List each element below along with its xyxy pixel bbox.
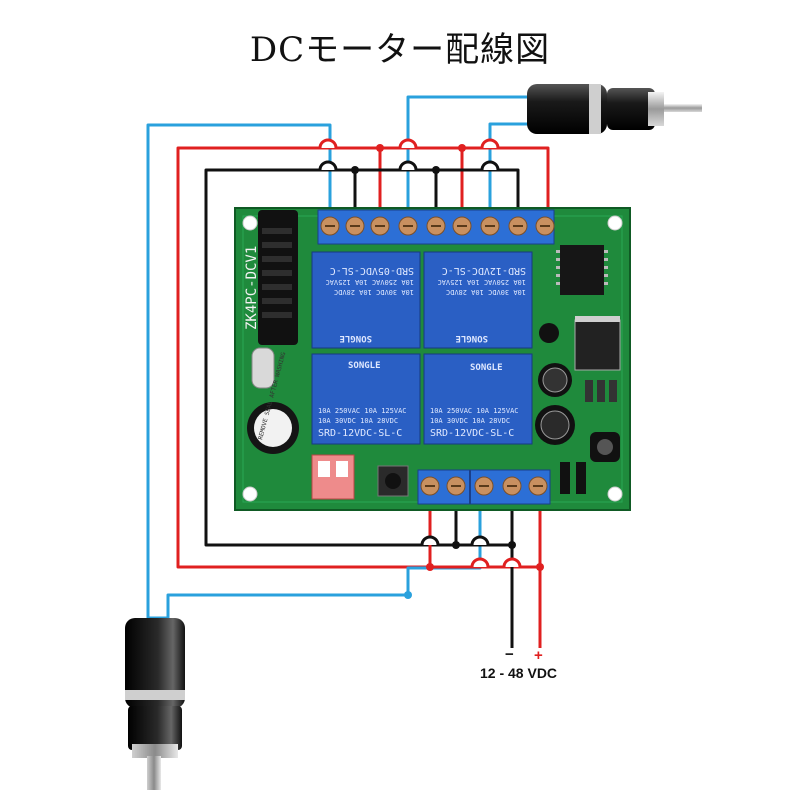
relay-1-brand: SONGLE — [339, 333, 372, 343]
wire-red-bottom-bus — [428, 503, 542, 648]
wire-blue-motor-a — [406, 95, 540, 228]
power-minus-label: − — [505, 646, 514, 663]
relay-3-rating-2: 10A 30VDC 10A 28VDC — [318, 417, 398, 425]
relay-3: SONGLE 10A 250VAC 10A 125VAC 10A 30VDC 1… — [311, 353, 421, 445]
wire-red-top-bus — [380, 146, 550, 228]
motor-bottom — [125, 618, 185, 790]
capacitor-small — [539, 323, 559, 343]
wire-black-bottom-bus — [454, 503, 514, 648]
relay-2-model: SRD-12VDC-SL-C — [442, 265, 526, 276]
mount-hole — [607, 215, 623, 231]
relay-2-brand: SONGLE — [455, 333, 488, 343]
board-model-label: ZK4PC-DCV1 — [244, 246, 260, 330]
ic-chip — [560, 245, 604, 295]
regulator-chip — [574, 319, 621, 371]
wire-black-outer — [204, 168, 456, 547]
wire-blue-bottom-2 — [406, 503, 482, 595]
diode — [560, 462, 570, 494]
relay-2-rating-2: 10A 30VDC 10A 28VDC — [446, 288, 526, 296]
relay-1-rating-1: 10A 250VAC 10A 125VAC — [325, 278, 414, 286]
power-voltage-label: 12 - 48 VDC — [480, 665, 557, 681]
wire-crossings — [318, 138, 522, 568]
relay-4-rating-2: 10A 30VDC 10A 28VDC — [430, 417, 510, 425]
diode — [576, 462, 586, 494]
mount-hole — [242, 486, 258, 502]
mount-hole — [242, 215, 258, 231]
wire-blue-bottom — [166, 590, 410, 618]
relay-1-rating-2: 10A 30VDC 10A 28VDC — [334, 288, 414, 296]
resistors — [585, 380, 617, 402]
relay-4-brand: SONGLE — [470, 363, 503, 373]
relay-board: ZK4PC-DCV1 REMOVE SEAL AFTER WASHING SRD… — [234, 207, 631, 511]
relay-1: SRD-05VDC-SL-C 10A 250VAC 10A 125VAC 10A… — [311, 251, 421, 349]
junction-dots — [351, 144, 544, 599]
relay-3-model: SRD-12VDC-SL-C — [318, 428, 402, 439]
relay-4-model: SRD-12VDC-SL-C — [430, 428, 514, 439]
relay-1-model: SRD-05VDC-SL-C — [330, 265, 414, 276]
relay-4-rating-1: 10A 250VAC 10A 125VAC — [430, 407, 519, 415]
power-plus-label: + — [534, 647, 543, 664]
crystal — [251, 347, 275, 389]
relay-3-brand: SONGLE — [348, 361, 381, 371]
relay-2: SRD-12VDC-SL-C 10A 250VAC 10A 125VAC 10A… — [423, 251, 533, 349]
motor-top — [527, 84, 702, 134]
relay-4: SONGLE 10A 250VAC 10A 125VAC 10A 30VDC 1… — [423, 353, 533, 445]
diagram-title: DCモーター配線図 — [249, 30, 551, 70]
wire-blue-motor-b — [488, 122, 540, 228]
relay-3-rating-1: 10A 250VAC 10A 125VAC — [318, 407, 407, 415]
wire-red-outer — [176, 146, 430, 569]
mount-hole — [607, 486, 623, 502]
relay-2-rating-1: 10A 250VAC 10A 125VAC — [437, 278, 526, 286]
